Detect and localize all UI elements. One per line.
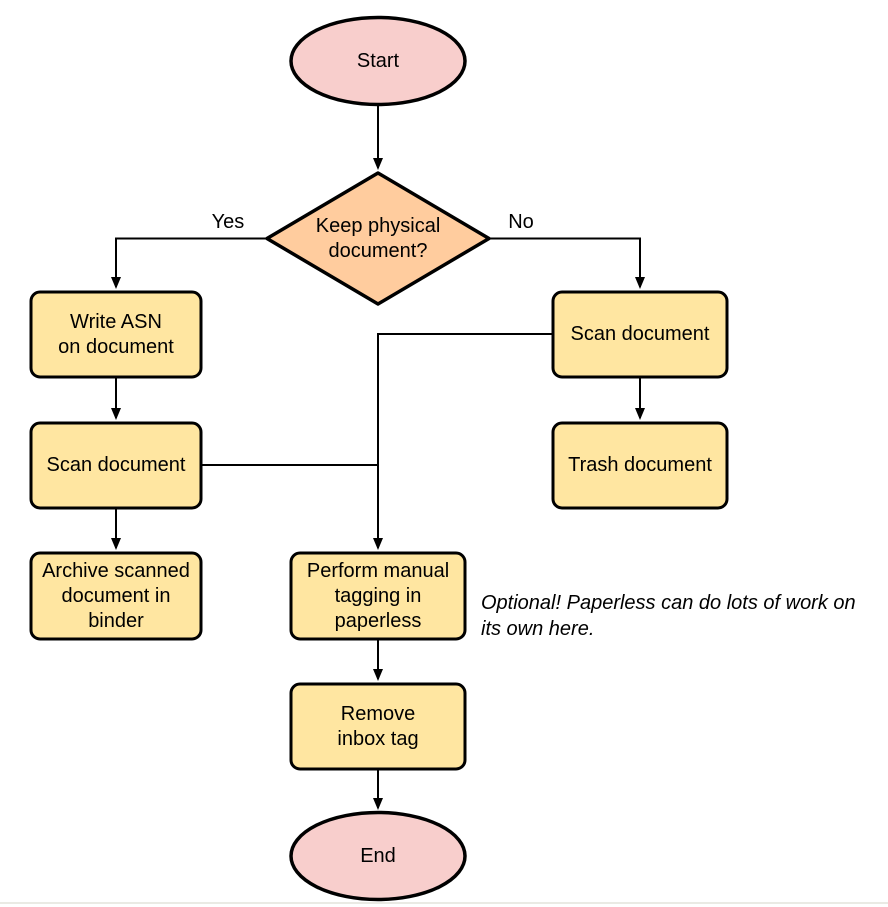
node-layer [29, 15, 729, 902]
edge-label-yes: Yes [211, 211, 245, 233]
archive-node-shape [29, 551, 203, 641]
remove-inbox-node-shape [289, 682, 467, 771]
decision-node-shape [265, 171, 491, 306]
end-node-shape [289, 810, 467, 902]
tagging-node-shape [289, 551, 467, 641]
edge-label-no: No [508, 211, 534, 233]
scan-right-node-shape [551, 290, 729, 379]
start-node-shape [289, 15, 467, 107]
edge-decision-yes-to-write-asn [111, 237, 266, 289]
edge-layer [111, 105, 645, 810]
page-bottom-border [0, 902, 888, 904]
optional-annotation-text: Optional! Paperless can do lots of work … [481, 592, 856, 640]
write-asn-node-shape [29, 290, 203, 379]
edge-scan-right-to-tagging [373, 333, 552, 550]
edge-decision-no-to-scan-right [490, 237, 645, 289]
trash-node-shape [551, 421, 729, 510]
scan-left-node-shape [29, 421, 203, 510]
